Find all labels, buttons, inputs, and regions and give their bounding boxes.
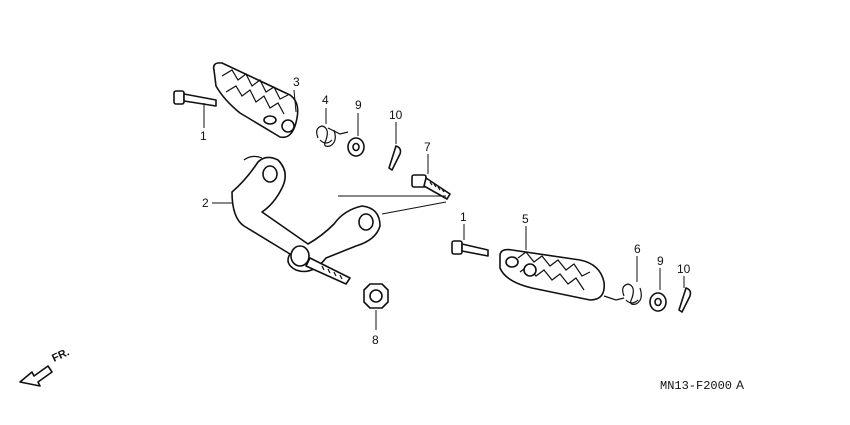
callout-3: 3 bbox=[293, 75, 300, 89]
diagram-suffix: A bbox=[736, 378, 744, 392]
footpeg-left bbox=[212, 62, 299, 139]
spring-left bbox=[316, 108, 349, 147]
pin-lower bbox=[451, 224, 489, 257]
pin-upper bbox=[173, 90, 217, 128]
bracket bbox=[212, 155, 447, 285]
callout-6: 6 bbox=[634, 242, 641, 256]
nut bbox=[363, 283, 389, 330]
diagram-code: MN13-F2000 bbox=[660, 379, 732, 393]
direction-label: FR. bbox=[50, 346, 71, 364]
washer-right bbox=[649, 268, 667, 312]
footpeg-right bbox=[499, 226, 606, 301]
callout-1-lower: 1 bbox=[460, 210, 467, 224]
callout-10-right: 10 bbox=[677, 262, 691, 276]
callout-4: 4 bbox=[322, 93, 329, 107]
washer-left bbox=[347, 113, 365, 157]
callout-10-left: 10 bbox=[389, 108, 403, 122]
callout-7: 7 bbox=[424, 140, 431, 154]
callout-5: 5 bbox=[522, 212, 529, 226]
cotter-pin-left bbox=[388, 122, 402, 171]
spring-right bbox=[603, 256, 642, 305]
callout-1-upper: 1 bbox=[200, 129, 207, 143]
callout-8: 8 bbox=[372, 333, 379, 347]
callout-9-left: 9 bbox=[355, 98, 362, 112]
callout-9-right: 9 bbox=[657, 254, 664, 268]
callout-2: 2 bbox=[202, 196, 209, 210]
cotter-pin-right bbox=[678, 276, 692, 313]
front-direction-arrow: FR. bbox=[19, 346, 71, 387]
bolt bbox=[411, 154, 451, 200]
